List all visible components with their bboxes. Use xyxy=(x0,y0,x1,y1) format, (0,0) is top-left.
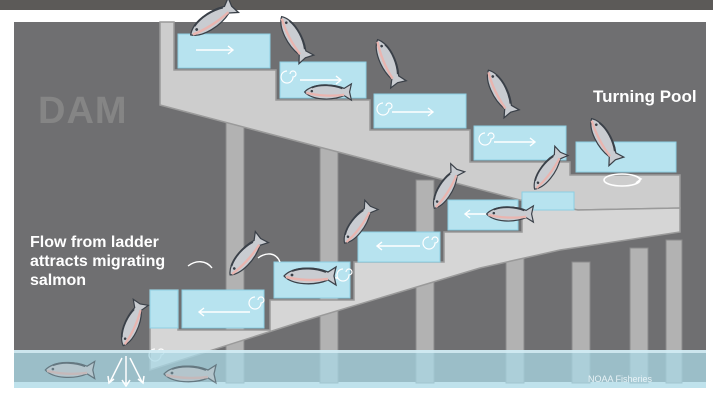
dam-label: DAM xyxy=(38,90,128,132)
flow-caption-line: Flow from ladder xyxy=(30,234,159,251)
flow-caption-line: salmon xyxy=(30,272,87,289)
flow-caption: Flow from ladder attracts migrating salm… xyxy=(30,233,220,290)
credit-label: NOAA Fisheries xyxy=(588,374,653,384)
base-flow-arrows xyxy=(107,356,145,388)
turning-pool-label: Turning Pool xyxy=(593,87,697,106)
circular-arrow-icon xyxy=(603,173,643,187)
lower-ladder xyxy=(149,199,681,372)
top-band xyxy=(0,0,713,10)
river-surface xyxy=(14,350,706,353)
flow-caption-line: attracts migrating xyxy=(30,253,166,270)
